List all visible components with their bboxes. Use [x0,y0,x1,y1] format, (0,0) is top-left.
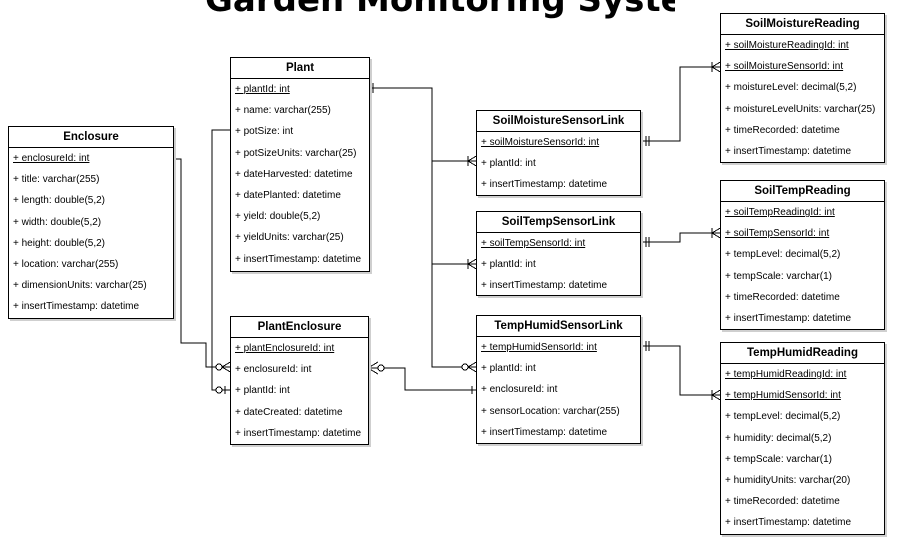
entity-name: TempHumidReading [721,343,884,364]
attribute: + plantId: int [481,158,536,170]
attribute: + tempScale: varchar(1) [725,453,832,465]
attribute-list: + soilTempSensorId: int + plantId: int + i… [477,233,640,297]
attribute: + insertTimestamp: datetime [481,179,608,191]
entity-name: Plant [231,58,369,79]
relationship-line [640,345,722,396]
diagram-title: Garden Monitoring System [205,0,675,20]
key-attribute: + soilTempReadingId: int [725,207,835,218]
attribute: + potSize: int [235,126,294,138]
entity-name: SoilTempReading [721,181,884,202]
attribute: + length: double(5,2) [13,195,106,207]
entity-soil-temp-sensor-link[interactable]: SoilTempSensorLink+ soilTempSensorId: in… [476,211,641,296]
attribute: + insertTimestamp: datetime [725,145,852,157]
attribute: + insertTimestamp: datetime [13,301,140,313]
attribute-list: + soilTempReadingId: int + soilTempSensor… [721,202,884,329]
key-attribute: + soilTempSensorId: int [481,238,586,249]
attribute-list: + plantEnclosureId: int + enclosureId: in… [231,338,368,444]
attribute-list: + plantId: int + name: varchar(255) + potS… [231,79,369,270]
key-attribute: + soilMoistureSensorId: int [481,137,600,148]
attribute: + insertTimestamp: datetime [725,517,852,529]
relationship-line [211,129,232,391]
key-attribute: + plantId: int [235,84,290,95]
entity-name: Enclosure [9,127,173,148]
attribute: + plantId: int [235,385,290,397]
relationship-line [368,367,478,391]
entity-plant-enclosure[interactable]: PlantEnclosure + plantEnclosureId: int + e… [230,316,369,445]
attribute: + timeRecorded: datetime [725,124,840,136]
attribute: + enclosureId: int [235,364,312,376]
key-attribute: + soilMoistureSensorId: int [725,61,844,73]
attribute: + width: double(5,2) [13,216,102,228]
entity-soil-moisture-sensor-link[interactable]: SoilMoistureSensorLink+ soilMoistureSens… [476,110,641,196]
entity-plant[interactable]: Plant+ plantId: int+ name: varchar(255)+… [230,57,370,272]
attribute: + dateHarvested: datetime [235,168,353,180]
relationship-line [640,66,722,142]
attribute-list: + soilMoistureReadingId: int + soilMoistu… [721,35,884,162]
attribute: + sensorLocation: varchar(255) [481,405,620,417]
attribute: + tempLevel: decimal(5,2) [725,411,841,423]
entity-temp-humid-reading[interactable]: TempHumidReading+ tempHumidReadingId: in… [720,342,885,535]
key-attribute: + soilTempSensorId: int [725,228,830,240]
key-attribute: + tempHumidSensorId: int [725,390,841,402]
attribute: + tempLevel: decimal(5,2) [725,249,841,261]
entity-name: PlantEnclosure [231,317,368,338]
attribute: + timeRecorded: datetime [725,496,840,508]
attribute: + insertTimestamp: datetime [725,312,852,324]
entity-soil-temp-reading[interactable]: SoilTempReading+ soilTempReadingId: int+… [720,180,885,330]
relationship-line [431,161,478,265]
key-attribute: + tempHumidSensorId: int [481,342,597,353]
attribute: + height: double(5,2) [13,237,106,249]
attribute: + insertTimestamp: datetime [235,427,362,439]
relationship-line [640,232,722,243]
attribute: + datePlanted: datetime [235,189,341,201]
attribute: + yield: double(5,2) [235,211,321,223]
key-attribute: + plantEnclosureId: int [235,343,335,354]
relationship-line [431,264,478,368]
attribute: + title: varchar(255) [13,174,100,186]
attribute: + moistureLevelUnits: varchar(25) [725,103,876,115]
attribute: + yieldUnits: varchar(25) [235,232,344,244]
attribute: + plantId: int [481,363,536,375]
attribute: + insertTimestamp: datetime [481,280,608,292]
relationship-line [173,158,232,368]
attribute-list: + tempHumidSensorId: int + plantId: int + … [477,337,640,443]
attribute-list: + enclosureId: int + title: varchar(255) +… [9,148,173,318]
entity-name: SoilMoistureSensorLink [477,111,640,132]
entity-name: SoilMoistureReading [721,14,884,35]
entity-enclosure[interactable]: Enclosure + enclosureId: int + title: varc… [8,126,174,319]
key-attribute: + tempHumidReadingId: int [725,369,847,380]
attribute: + potSizeUnits: varchar(25) [235,147,357,159]
entity-name: TempHumidSensorLink [477,316,640,337]
attribute: + enclosureId: int [481,384,558,396]
attribute: + tempScale: varchar(1) [725,270,832,282]
entity-name: SoilTempSensorLink [477,212,640,233]
attribute: + moistureLevel: decimal(5,2) [725,82,857,94]
key-attribute: + soilMoistureReadingId: int [725,40,849,51]
attribute: + humidity: decimal(5,2) [725,432,832,444]
attribute-list: + tempHumidReadingId: int + tempHumidSens… [721,364,884,534]
attribute: + location: varchar(255) [13,258,119,270]
attribute: + dimensionUnits: varchar(25) [13,280,147,292]
key-attribute: + enclosureId: int [13,153,90,164]
attribute: + name: varchar(255) [235,105,331,117]
attribute: + timeRecorded: datetime [725,291,840,303]
attribute: + humidityUnits: varchar(20) [725,474,851,486]
relationship-line [380,87,478,162]
attribute-list: + soilMoistureSensorId: int + plantId: in… [477,132,640,196]
attribute: + insertTimestamp: datetime [481,426,608,438]
attribute: + dateCreated: datetime [235,406,343,418]
entity-temp-humid-sensor-link[interactable]: TempHumidSensorLink+ tempHumidSensorId: … [476,315,641,444]
attribute: + plantId: int [481,259,536,271]
attribute: + insertTimestamp: datetime [235,253,362,265]
entity-soil-moisture-reading[interactable]: SoilMoistureReading+ soilMoistureReading… [720,13,885,163]
